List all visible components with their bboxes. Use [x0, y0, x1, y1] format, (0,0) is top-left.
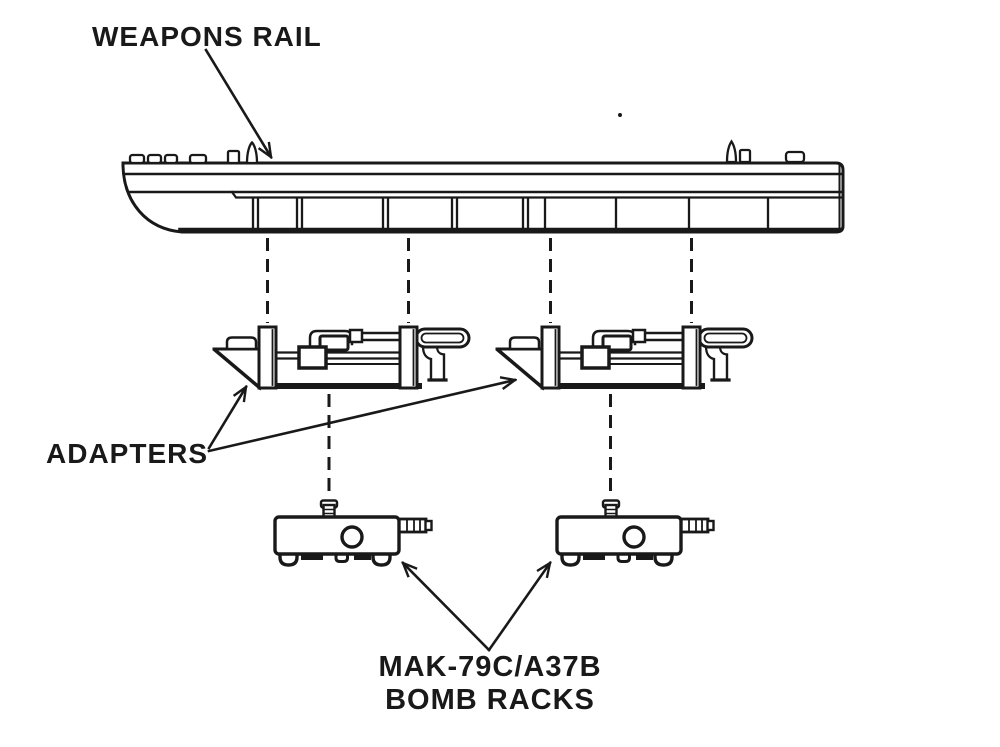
weapons-rail-arrow: [204, 48, 273, 157]
weapons-rail-drawing: [121, 113, 845, 234]
adapters-arrow-right: [207, 380, 515, 453]
rail-segment-dividers: [251, 196, 770, 230]
adapter-drawing-right: [497, 327, 752, 388]
bomb-rack-drawing-right: [555, 498, 716, 567]
adapters-label: ADAPTERS: [46, 438, 209, 469]
alignment-dash-lines: [266, 238, 693, 499]
bomb-racks-label-line1: MAK-79C/A37B: [378, 651, 602, 683]
weapons-rail-label: WEAPONS RAIL: [92, 21, 322, 52]
bomb-racks-label: MAK-79C/A37B BOMB RACKS: [329, 651, 651, 717]
stray-dot: [618, 113, 622, 117]
bomb-rack-drawing-left: [273, 498, 434, 567]
leader-arrows: [204, 48, 552, 652]
rail-top-fittings: [128, 139, 806, 165]
bomb-racks-label-line2: BOMB RACKS: [385, 684, 595, 716]
adapters-arrow-left: [207, 387, 248, 450]
bomb-racks-arrow-left: [403, 563, 491, 652]
bomb-racks-arrow-right: [487, 563, 552, 652]
adapter-drawing-left: [214, 327, 469, 388]
